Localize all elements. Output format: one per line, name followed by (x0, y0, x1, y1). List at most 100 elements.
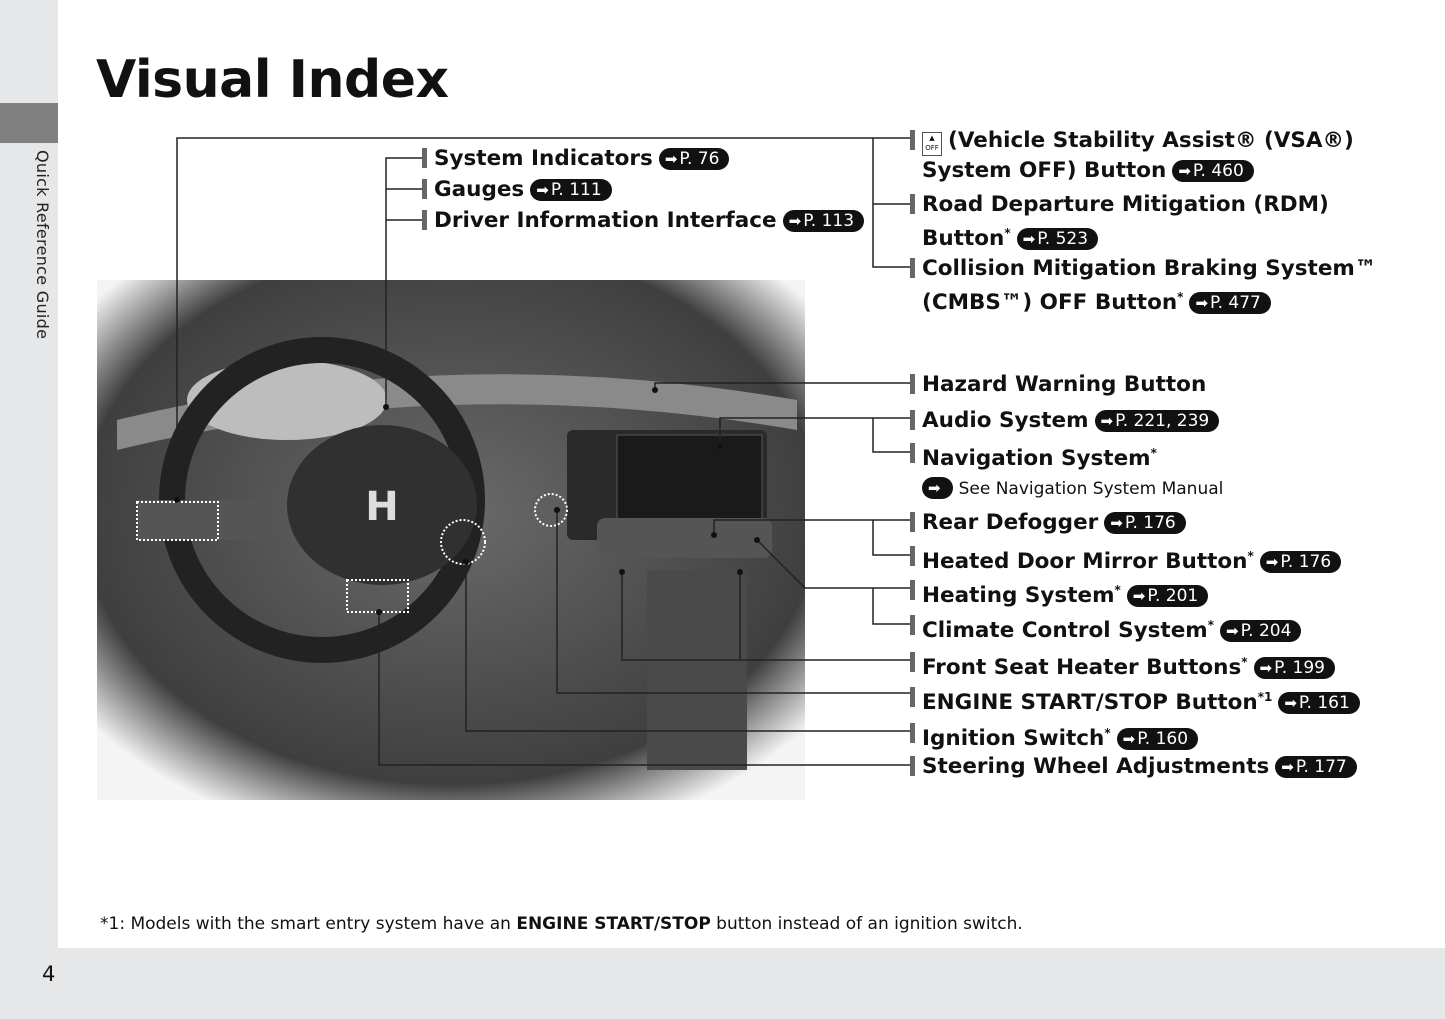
label-gauges: Gauges➡P. 111 (422, 175, 612, 204)
arrow-icon: ➡ (1132, 587, 1146, 606)
label-audio-system: Audio System➡P. 221, 239 (910, 406, 1220, 435)
page-ref-link[interactable]: ➡P. 201 (1126, 585, 1209, 608)
page-ref-link[interactable]: ➡P. 161 (1278, 692, 1360, 715)
page-ref-link[interactable]: ➡P. 460 (1172, 160, 1254, 182)
arrow-icon: ➡ (1225, 622, 1239, 641)
footer-bar (0, 948, 1445, 1019)
label-text: Rear Defogger (922, 510, 1099, 535)
section-label: Quick Reference Guide (33, 150, 52, 340)
page-number: 4 (42, 962, 56, 986)
page-ref-link[interactable]: ➡P. 176 (1259, 551, 1342, 574)
page-ref: P. 523 (1037, 229, 1089, 250)
page-ref-link[interactable]: ➡P. 523 (1016, 228, 1099, 251)
arrow-icon: ➡ (788, 212, 802, 230)
label-engine-start-stop-button: ENGINE START/STOP Button*1 ➡P. 161 (910, 683, 1360, 717)
arrow-icon: ➡ (1284, 694, 1297, 713)
label-text: Heating System (922, 583, 1115, 609)
vsa-off-icon: ▲OFF (922, 132, 942, 156)
page-ref: P. 204 (1240, 621, 1292, 642)
footnote-mark: * (1241, 655, 1248, 669)
label-ignition-switch: Ignition Switch* ➡P. 160 (910, 719, 1199, 753)
label-text: Front Seat Heater Buttons (922, 655, 1242, 681)
arrow-icon: ➡ (1122, 730, 1136, 749)
label-heated-door-mirror-button: Heated Door Mirror Button* ➡P. 176 (910, 542, 1342, 576)
footnote-mark: * (1177, 290, 1184, 304)
arrow-icon: ➡ (664, 150, 678, 168)
label-text: (CMBS™) OFF Button (922, 290, 1178, 316)
page-ref: P. 161 (1298, 693, 1350, 714)
label-text: System Indicators (434, 146, 653, 171)
page-ref: P. 460 (1192, 161, 1244, 181)
label-text: Button (922, 226, 1005, 252)
sidebar (0, 0, 58, 1019)
label-text: Gauges (434, 177, 525, 202)
page-title: Visual Index (96, 50, 449, 110)
see-manual-note: See Navigation System Manual (958, 479, 1224, 500)
arrow-icon: ➡ (1281, 758, 1294, 776)
page-ref-link[interactable]: ➡P. 176 (1104, 512, 1186, 534)
arrow-icon: ➡ (1178, 162, 1191, 180)
page-ref: P. 199 (1274, 658, 1325, 679)
label-system-indicators: System Indicators➡P. 76 (422, 144, 730, 173)
page-ref-link[interactable]: ➡P. 199 (1253, 657, 1335, 680)
label-rear-defogger: Rear Defogger➡P. 176 (910, 508, 1186, 537)
label-text: Driver Information Interface (434, 208, 777, 233)
arrow-icon: ➡ (922, 477, 953, 500)
footnote-mark: * (1150, 446, 1157, 460)
label-driver-information-interface: Driver Information Interface➡P. 113 (422, 206, 865, 235)
page-ref: P. 111 (550, 180, 602, 200)
footnote-mark: * (1004, 226, 1011, 240)
footnote-mark: * (1247, 549, 1254, 563)
page-ref-link[interactable]: ➡P. 160 (1116, 728, 1199, 751)
page-ref-link[interactable]: ➡P. 477 (1189, 292, 1271, 315)
label-steering-wheel-adjustments: Steering Wheel Adjustments➡P. 177 (910, 752, 1357, 781)
label-vsa-off-button: ▲OFF (Vehicle Stability Assist® (VSA®) Sys… (910, 126, 1354, 185)
page-ref-link[interactable]: ➡P. 113 (782, 210, 865, 232)
label-text: Ignition Switch (922, 726, 1105, 752)
section-tab[interactable] (0, 103, 58, 143)
label-text: Climate Control System (922, 618, 1208, 644)
page-ref: P. 160 (1137, 729, 1189, 750)
dashboard-illustration: H (97, 280, 805, 800)
page-ref: P. 477 (1210, 293, 1261, 314)
footnote-mark: * (1104, 726, 1111, 740)
label-text: Audio System (922, 408, 1089, 433)
arrow-icon: ➡ (1265, 553, 1279, 572)
label-text: Steering Wheel Adjustments (922, 754, 1270, 779)
arrow-icon: ➡ (536, 181, 549, 199)
svg-text:H: H (365, 484, 398, 530)
label-text: System OFF) Button (922, 158, 1167, 183)
page-ref: P. 176 (1280, 552, 1332, 573)
page-ref-link[interactable]: ➡P. 76 (658, 148, 730, 170)
label-text: Road Departure Mitigation (RDM) (922, 192, 1329, 217)
arrow-icon: ➡ (1100, 412, 1114, 430)
page-ref: P. 221, 239 (1115, 411, 1210, 431)
page-ref: P. 176 (1124, 513, 1176, 533)
page-ref: P. 76 (679, 149, 720, 169)
label-cmbs-off-button: Collision Mitigation Braking System™ (CMB… (910, 254, 1376, 317)
footnote-mark: * (1114, 583, 1121, 597)
footnote: *1: Models with the smart entry system h… (100, 914, 1023, 934)
footnote-mark: * (1207, 618, 1214, 632)
footnote-mark: *1 (1257, 690, 1273, 704)
arrow-icon: ➡ (1110, 514, 1123, 532)
label-text: (Vehicle Stability Assist® (VSA®) (948, 128, 1354, 153)
label-text: Heated Door Mirror Button (922, 549, 1248, 575)
label-rdm-button: Road Departure Mitigation (RDM) Button* ➡P… (910, 190, 1329, 253)
label-front-seat-heater-buttons: Front Seat Heater Buttons* ➡P. 199 (910, 648, 1335, 682)
label-climate-control-system: Climate Control System* ➡P. 204 (910, 611, 1302, 645)
label-text: Collision Mitigation Braking System™ (922, 256, 1377, 281)
label-navigation-system: Navigation System*➡See Navigation System… (910, 439, 1223, 504)
label-hazard-warning-button: Hazard Warning Button (910, 370, 1206, 399)
arrow-icon: ➡ (1022, 230, 1036, 249)
label-heating-system: Heating System* ➡P. 201 (910, 576, 1209, 610)
label-text: ENGINE START/STOP Button (922, 690, 1258, 716)
page-ref-link[interactable]: ➡P. 177 (1275, 756, 1357, 778)
page-ref-link[interactable]: ➡P. 111 (530, 179, 612, 201)
footnote-text: button instead of an ignition switch. (710, 914, 1023, 934)
page-ref-link[interactable]: ➡P. 221, 239 (1094, 410, 1220, 432)
footnote-text: *1: Models with the smart entry system h… (100, 914, 517, 934)
arrow-icon: ➡ (1259, 659, 1273, 678)
page-ref-link[interactable]: ➡P. 204 (1219, 620, 1302, 643)
page-ref: P. 113 (803, 211, 855, 231)
